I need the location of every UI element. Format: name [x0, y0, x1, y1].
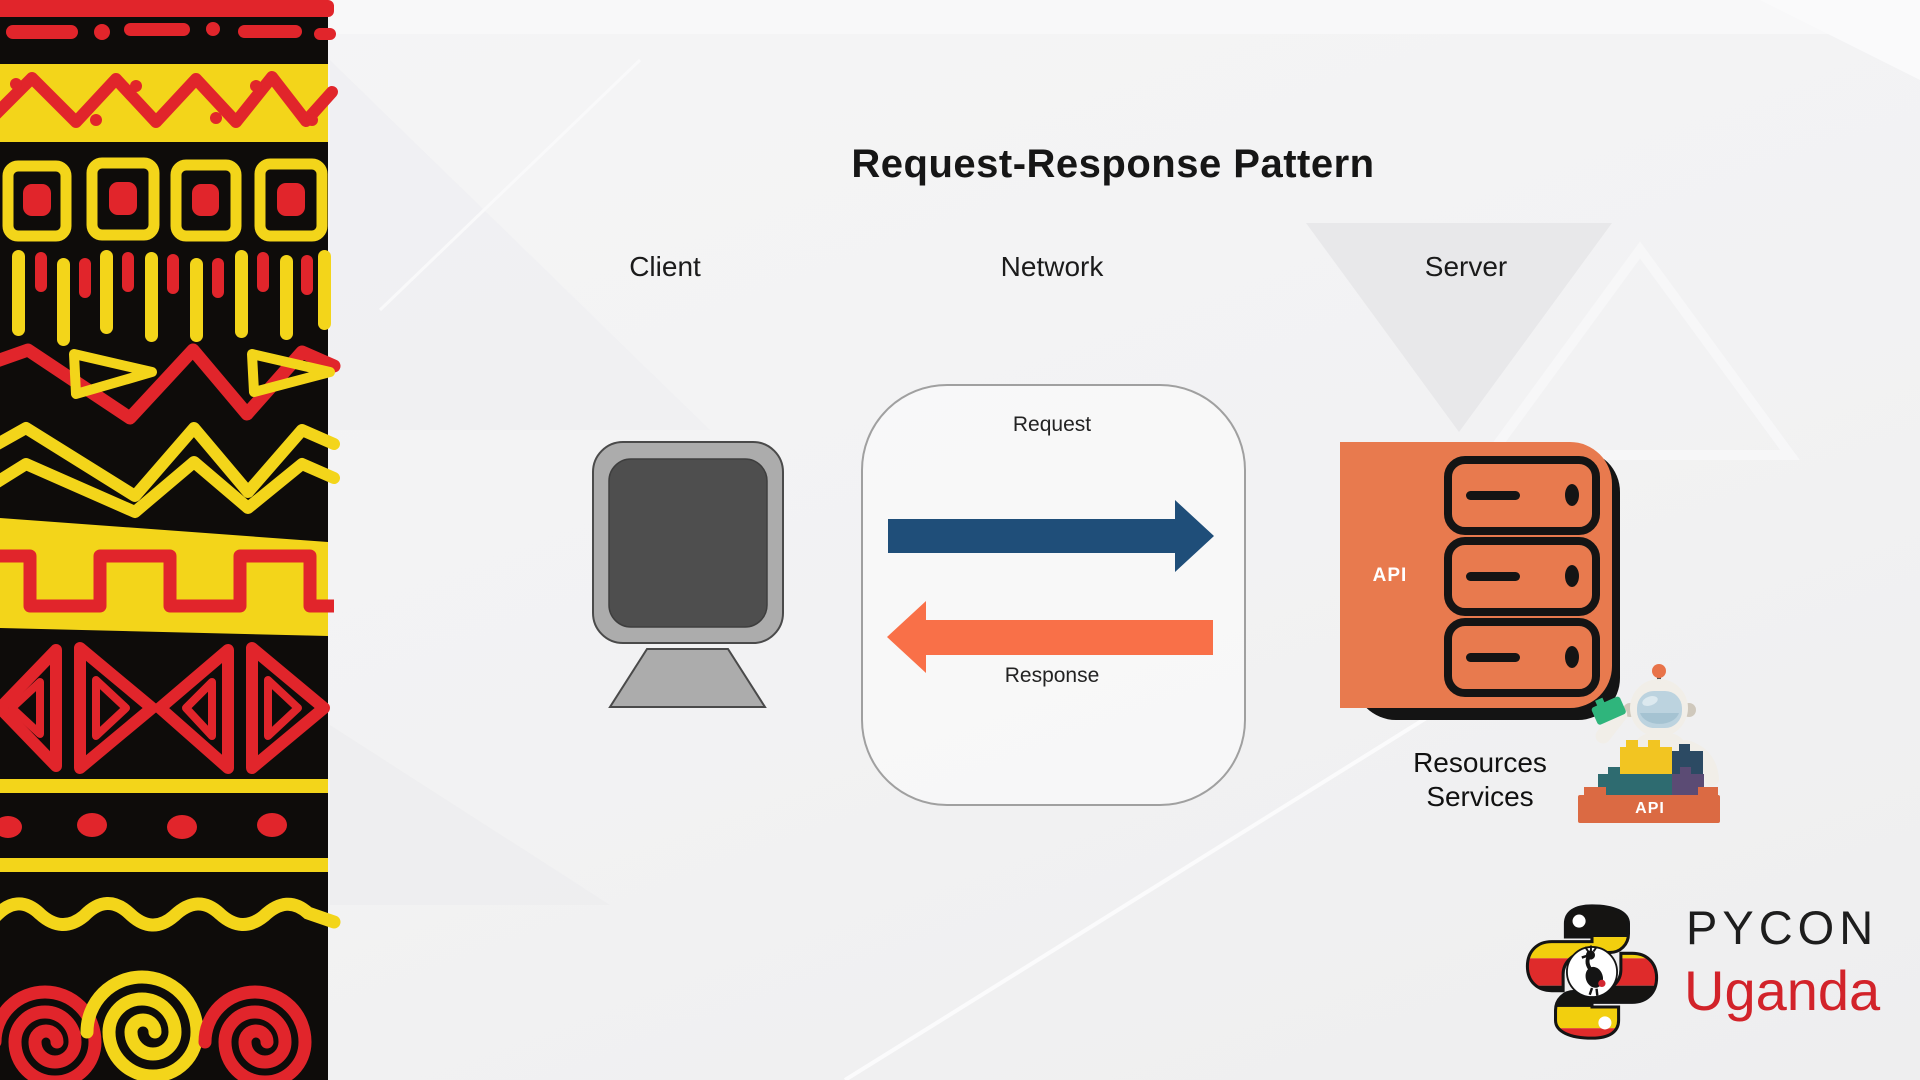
pycon-uganda-logo-icon: [1525, 904, 1659, 1040]
server-caption-line1: Resources: [1413, 747, 1547, 778]
brick-api-label: API: [1635, 800, 1665, 817]
server-slots: [1444, 456, 1600, 697]
request-label: Request: [1012, 413, 1092, 436]
lego-bricks: [1578, 740, 1720, 823]
green-brick-icon: [1591, 696, 1626, 725]
server-icon: [1340, 442, 1620, 720]
server-api-label: API: [1372, 565, 1408, 586]
robot-mascot-icon: [1578, 664, 1720, 823]
network-label: Network: [1000, 251, 1104, 282]
logo-name-text: PYCON: [1686, 901, 1879, 954]
request-arrow: [888, 500, 1214, 572]
client-monitor-icon: [592, 441, 784, 708]
server-label: Server: [1424, 251, 1508, 282]
background-watermark: [330, 0, 1920, 1080]
african-pattern-border: [0, 0, 341, 1080]
slide-title: Request-Response Pattern: [851, 142, 1375, 186]
client-label: Client: [629, 251, 701, 282]
response-arrow: [887, 601, 1213, 673]
server-caption-line2: Services: [1426, 781, 1534, 812]
crested-crane-icon: [1581, 945, 1606, 996]
logo-country-text: Uganda: [1684, 959, 1881, 1022]
server-caption: Resources Services: [1350, 746, 1610, 814]
network-box: [861, 384, 1246, 806]
response-label: Response: [1004, 664, 1100, 687]
